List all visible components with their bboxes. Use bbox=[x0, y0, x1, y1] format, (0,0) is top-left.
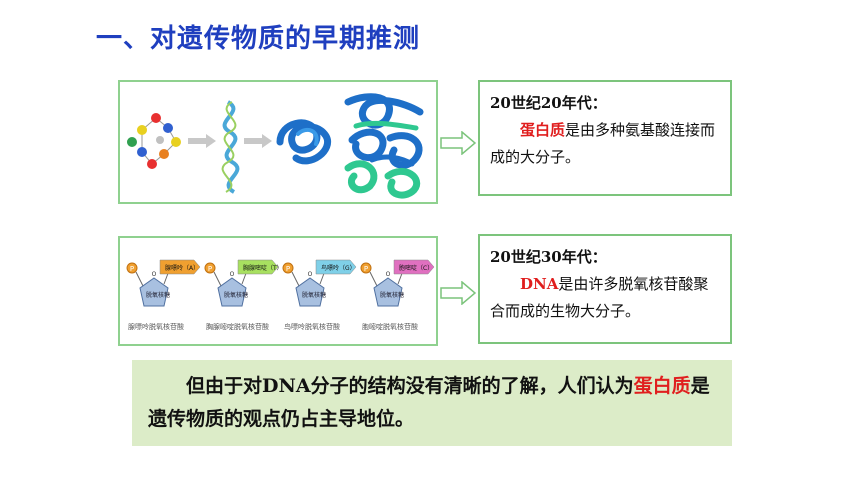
base-label: 胸腺嘧啶（T） bbox=[243, 265, 283, 272]
amino-acids-icon bbox=[127, 113, 181, 169]
svg-text:P: P bbox=[130, 265, 134, 273]
conclusion-box: 但由于对DNA分子的结构没有清晰的了解，人们认为蛋白质是遗传物质的观点仍占主导地… bbox=[132, 360, 732, 446]
nucleotide-name: 腺嘌呤脱氧核苷酸 bbox=[128, 323, 184, 331]
svg-text:O: O bbox=[308, 271, 313, 278]
sugar-label: 脱氧核糖 bbox=[224, 292, 249, 299]
base-label: 胞嘧啶（C） bbox=[399, 265, 434, 272]
svg-text:P: P bbox=[364, 265, 368, 273]
sugar-label: 脱氧核糖 bbox=[380, 292, 405, 299]
protein-era-box: 20世纪20年代： 蛋白质是由多种氨基酸连接而成的大分子。 bbox=[478, 80, 732, 196]
nucleotide-structure-icon: PO bbox=[360, 259, 435, 307]
svg-text:P: P bbox=[208, 265, 212, 273]
folded-protein-icon bbox=[276, 119, 332, 165]
description-text: 是由许多脱氧核苷酸聚合而成的生物大分子。 bbox=[490, 275, 709, 320]
nucleotide-name: 胸腺嘧啶脱氧核苷酸 bbox=[206, 323, 269, 331]
hollow-arrow-icon bbox=[440, 131, 476, 155]
right-arrow-icon bbox=[188, 134, 216, 148]
era-description: DNA是由许多脱氧核苷酸聚合而成的生物大分子。 bbox=[490, 271, 720, 325]
era-description: 蛋白质是由多种氨基酸连接而成的大分子。 bbox=[490, 117, 720, 171]
nucleotide-structure-icon: PO bbox=[282, 259, 357, 307]
sugar-label: 脱氧核糖 bbox=[146, 292, 171, 299]
nucleotide-structure-icon: PO bbox=[204, 259, 279, 307]
hollow-arrow-icon bbox=[440, 281, 476, 305]
sugar-label: 脱氧核糖 bbox=[302, 292, 327, 299]
description-text: 是由多种氨基酸连接而成的大分子。 bbox=[490, 121, 716, 166]
nucleotide-name: 鸟嘌呤脱氧核苷酸 bbox=[284, 323, 340, 331]
dna-era-box: 20世纪30年代： DNA是由许多脱氧核苷酸聚合而成的生物大分子。 bbox=[478, 234, 732, 344]
svg-text:O: O bbox=[152, 271, 157, 278]
nucleotide-name: 胞嘧啶脱氧核苷酸 bbox=[362, 323, 418, 331]
svg-text:O: O bbox=[386, 271, 391, 278]
right-arrow-icon bbox=[244, 134, 272, 148]
base-label: 鸟嘌呤（G） bbox=[321, 265, 356, 272]
era-heading: 20世纪20年代： bbox=[490, 94, 607, 112]
nucleotide-structure-icon: PO bbox=[126, 259, 201, 307]
highlight-term: 蛋白质 bbox=[520, 121, 566, 139]
era-heading: 20世纪30年代： bbox=[490, 248, 607, 266]
protein-structure-image bbox=[118, 80, 438, 204]
conclusion-text: 但由于对DNA分子的结构没有清晰的了解，人们认为 bbox=[186, 375, 634, 397]
svg-text:O: O bbox=[230, 271, 235, 278]
helix-icon bbox=[221, 100, 240, 194]
protein-complex-icon bbox=[344, 93, 424, 199]
conclusion-text: 是遗传物质的观点仍占主导地位。 bbox=[148, 375, 710, 430]
highlight-term: DNA bbox=[520, 275, 559, 293]
svg-text:P: P bbox=[286, 265, 290, 273]
slide-title: 一、对遗传物质的早期推测 bbox=[96, 24, 421, 54]
highlight-term: 蛋白质 bbox=[633, 375, 691, 397]
base-label: 腺嘌呤（A） bbox=[165, 265, 200, 272]
protein-folding-illustration bbox=[127, 93, 424, 199]
